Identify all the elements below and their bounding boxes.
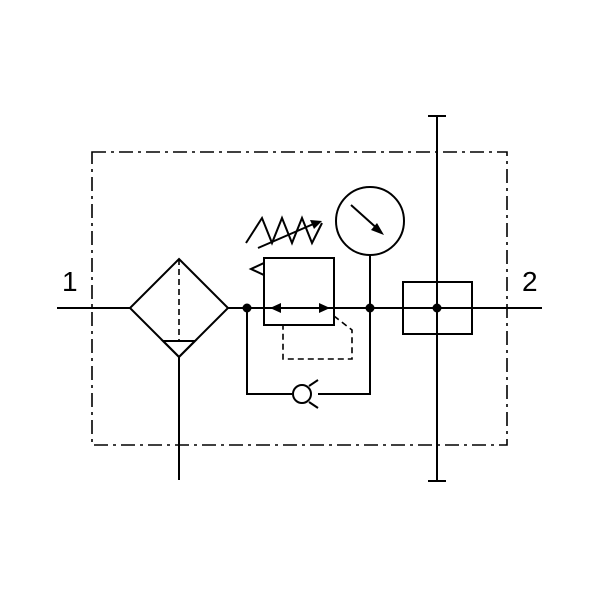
pressure-regulator-icon <box>245 215 353 360</box>
unit-boundary <box>91 151 508 446</box>
check-valve-icon <box>246 308 371 409</box>
filter-separator-icon <box>128 257 230 480</box>
connection-block-icon <box>402 115 473 482</box>
pressure-gauge-icon <box>335 186 405 308</box>
port-label-1: 1 <box>62 266 78 297</box>
port-label-2: 2 <box>522 266 538 297</box>
